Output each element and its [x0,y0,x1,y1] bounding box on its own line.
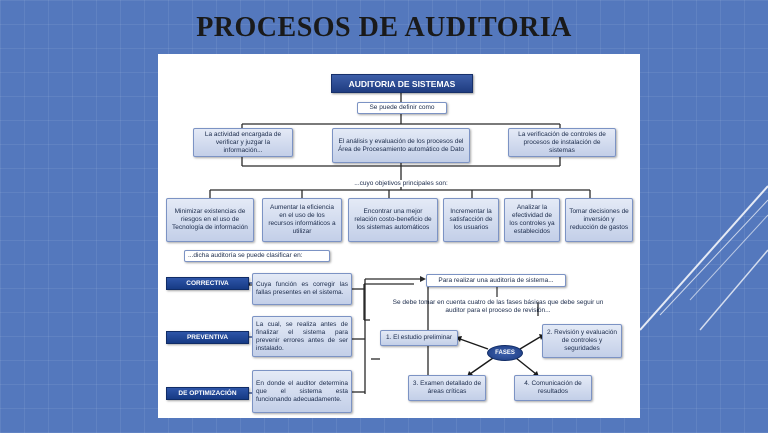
type-description-text: La cual, se realiza antes de finalizar e… [256,320,348,352]
objective-node: Analizar la efectividad de los controles… [504,198,560,242]
type-preventiva: PREVENTIVA [166,331,249,344]
diagram-panel: AUDITORIA DE SISTEMAS Se puede definir c… [158,54,640,418]
objective-node: Encontrar una mejor relación costo-benef… [348,198,438,242]
type-description: La cual, se realiza antes de finalizar e… [252,316,352,357]
type-description: En donde el auditor determina que el sis… [252,370,352,413]
objective-node: Minimizar existencias de riesgos en el u… [166,198,254,242]
root-node: AUDITORIA DE SISTEMAS [331,74,473,93]
objective-node: Tomar decisiones de inversión y reducció… [565,198,633,242]
defined-as-node: Se puede definir como [357,102,447,114]
definition-node: El análisis y evaluación de los procesos… [332,128,470,163]
type-description: Cuya función es corregir las fallas pres… [252,273,352,305]
phase-node: 2. Revisión y evaluación de controles y … [542,324,622,358]
classify-label: ...dicha auditoría se puede clasificar e… [184,250,330,262]
process-note: Se debe tomar en cuenta cuatro de las fa… [392,299,604,314]
type-correctiva: CORRECTIVA [166,277,249,290]
type-description-text: Cuya función es corregir las fallas pres… [256,281,348,296]
phase-node: 1. El estudio preliminar [380,330,458,346]
process-label: Para realizar una auditoría de sistema..… [426,274,566,287]
phases-center: FASES [487,345,523,361]
objectives-label: ...cuyo objetivos principales son: [354,180,448,187]
type-optimizacion: DE OPTIMIZACIÓN [166,387,249,400]
phase-node: 4. Comunicación de resultados [514,375,592,401]
objective-node: Incrementar la satisfacción de los usuar… [443,198,499,242]
definition-node: La actividad encargada de verificar y ju… [193,128,293,157]
phase-node: 3. Examen detallado de áreas críticas [408,375,486,401]
type-description-text: En donde el auditor determina que el sis… [256,379,348,403]
definition-node: La verificación de controles de procesos… [508,128,616,157]
objective-node: Aumentar la eficiencia en el uso de los … [262,198,342,242]
slide-title: PROCESOS DE AUDITORIA [196,12,572,43]
